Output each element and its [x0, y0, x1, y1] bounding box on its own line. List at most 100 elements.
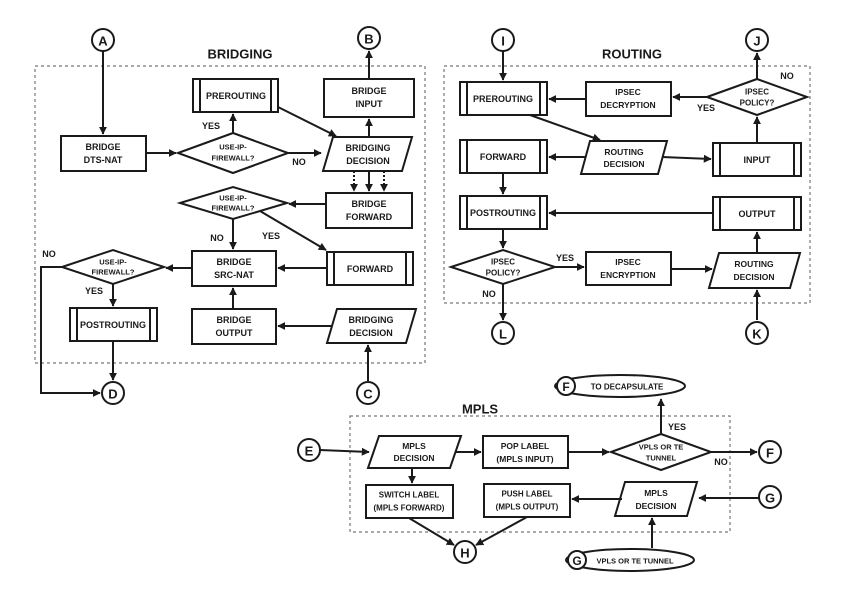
- connector-j: J: [745, 28, 769, 52]
- svg-text:H: H: [460, 546, 469, 561]
- svg-text:A: A: [98, 34, 108, 49]
- label-no-routing-1: NO: [780, 71, 794, 81]
- svg-text:DECRYPTION: DECRYPTION: [600, 100, 655, 110]
- routing-section-frame: [443, 65, 811, 304]
- svg-text:BRIDGE: BRIDGE: [85, 142, 120, 152]
- ipsec-policy-decision-bottom: IPSEC POLICY?: [447, 248, 559, 286]
- label-yes-bridging-1: YES: [202, 121, 220, 131]
- svg-text:VPLS OR TE: VPLS OR TE: [639, 443, 684, 452]
- svg-text:BRIDGE: BRIDGE: [351, 199, 386, 209]
- svg-text:MPLS: MPLS: [402, 441, 426, 451]
- connector-f: F: [758, 440, 782, 464]
- ipsec-decryption-box: IPSEC DECRYPTION: [585, 81, 672, 117]
- label-no-bridging-2: NO: [210, 233, 224, 243]
- bridge-input-box: BRIDGE INPUT: [323, 78, 415, 118]
- svg-text:USE-IP-: USE-IP-: [219, 194, 247, 203]
- svg-text:USE-IP-: USE-IP-: [219, 143, 247, 152]
- svg-text:FORWARD: FORWARD: [346, 212, 393, 222]
- routing-input-box: INPUT: [712, 142, 802, 177]
- bridge-forward-box: BRIDGE FORWARD: [325, 192, 413, 229]
- mpls-section-frame: [349, 415, 731, 533]
- svg-text:INPUT: INPUT: [356, 99, 384, 109]
- svg-text:ROUTING: ROUTING: [734, 259, 774, 269]
- svg-text:POSTROUTING: POSTROUTING: [470, 208, 536, 218]
- svg-text:USE-IP-: USE-IP-: [99, 258, 127, 267]
- routing-section-title: ROUTING: [602, 47, 662, 62]
- routing-decision-2: ROUTING DECISION: [707, 252, 802, 289]
- label-no-bridging-3: NO: [42, 249, 56, 259]
- svg-text:DECISION: DECISION: [346, 156, 390, 166]
- bridging-forward-box: FORWARD: [326, 251, 414, 286]
- mpls-connections: [319, 398, 759, 548]
- routing-forward-box: FORWARD: [459, 139, 548, 174]
- svg-text:E: E: [305, 444, 314, 459]
- connector-e: E: [297, 438, 321, 462]
- svg-text:PREROUTING: PREROUTING: [473, 94, 533, 104]
- svg-text:OUTPUT: OUTPUT: [216, 328, 254, 338]
- bridge-dst-nat-box: BRIDGE DTS-NAT: [60, 135, 147, 172]
- connector-g: G: [758, 485, 782, 509]
- routing-postrouting-box: POSTROUTING: [459, 195, 548, 230]
- vpls-or-te-tunnel-decision: VPLS OR TE TUNNEL: [608, 432, 714, 472]
- pop-label-box: POP LABEL (MPLS INPUT): [482, 435, 569, 469]
- svg-text:(MPLS OUTPUT): (MPLS OUTPUT): [496, 503, 559, 512]
- connector-l: L: [491, 321, 515, 345]
- svg-text:IPSEC: IPSEC: [615, 257, 641, 267]
- ipsec-policy-decision-top: IPSEC POLICY?: [704, 77, 810, 117]
- connector-h: H: [453, 540, 477, 564]
- use-ip-firewall-decision-1: USE-IP- FIREWALL?: [175, 131, 291, 175]
- bridging-section-title: BRIDGING: [208, 47, 273, 62]
- svg-text:BRIDGING: BRIDGING: [346, 143, 391, 153]
- label-yes-bridging-2: YES: [262, 231, 280, 241]
- bridging-decision-1: BRIDGING DECISION: [321, 136, 414, 172]
- svg-text:C: C: [363, 387, 373, 402]
- label-no-bridging-1: NO: [292, 157, 306, 167]
- svg-text:MPLS: MPLS: [644, 488, 668, 498]
- connector-d: D: [101, 381, 125, 405]
- bridging-section-frame: [34, 65, 426, 364]
- svg-text:FIREWALL?: FIREWALL?: [92, 268, 135, 277]
- svg-text:L: L: [499, 327, 507, 342]
- push-label-box: PUSH LABEL (MPLS OUTPUT): [483, 483, 571, 518]
- routing-decision-1: ROUTING DECISION: [579, 140, 669, 175]
- svg-text:DECISION: DECISION: [635, 501, 676, 511]
- connector-k: K: [745, 321, 769, 345]
- svg-text:IPSEC: IPSEC: [615, 87, 641, 97]
- mpls-decision-1: MPLS DECISION: [366, 435, 463, 469]
- bridge-src-nat-box: BRIDGE SRC-NAT: [191, 250, 277, 287]
- routing-connections: [499, 51, 761, 321]
- svg-text:B: B: [364, 32, 373, 47]
- svg-text:DECISION: DECISION: [349, 328, 393, 338]
- svg-text:FORWARD: FORWARD: [347, 264, 394, 274]
- svg-text:POLICY?: POLICY?: [486, 269, 521, 278]
- bridging-connections: [40, 50, 388, 397]
- svg-text:F: F: [766, 446, 774, 461]
- svg-text:OUTPUT: OUTPUT: [739, 209, 777, 219]
- svg-text:(MPLS FORWARD): (MPLS FORWARD): [374, 504, 445, 513]
- svg-text:POLICY?: POLICY?: [740, 99, 775, 108]
- svg-text:ROUTING: ROUTING: [604, 147, 644, 157]
- label-yes-bridging-3: YES: [85, 286, 103, 296]
- svg-text:DECISION: DECISION: [733, 272, 774, 282]
- svg-text:FORWARD: FORWARD: [480, 152, 527, 162]
- ipsec-encryption-box: IPSEC ENCRYPTION: [585, 251, 672, 286]
- svg-text:POSTROUTING: POSTROUTING: [80, 320, 146, 330]
- svg-text:INPUT: INPUT: [744, 155, 772, 165]
- label-no-mpls: NO: [714, 457, 728, 467]
- connector-a: A: [91, 28, 115, 52]
- svg-text:DECISION: DECISION: [393, 453, 434, 463]
- svg-text:POP LABEL: POP LABEL: [501, 441, 550, 451]
- svg-text:I: I: [501, 34, 505, 49]
- switch-label-box: SWITCH LABEL (MPLS FORWARD): [365, 484, 454, 519]
- svg-text:G: G: [765, 491, 775, 506]
- connector-b: B: [357, 26, 381, 50]
- routing-output-box: OUTPUT: [712, 196, 802, 231]
- svg-text:BRIDGE: BRIDGE: [351, 86, 386, 96]
- bridging-postrouting-box: POSTROUTING: [69, 307, 158, 342]
- svg-text:G: G: [572, 554, 581, 568]
- label-yes-routing-1: YES: [697, 103, 715, 113]
- svg-text:IPSEC: IPSEC: [745, 88, 769, 97]
- connector-i: I: [491, 28, 515, 52]
- vpls-or-te-tunnel-terminal: G VPLS OR TE TUNNEL: [565, 548, 695, 572]
- svg-text:PUSH LABEL: PUSH LABEL: [501, 490, 552, 499]
